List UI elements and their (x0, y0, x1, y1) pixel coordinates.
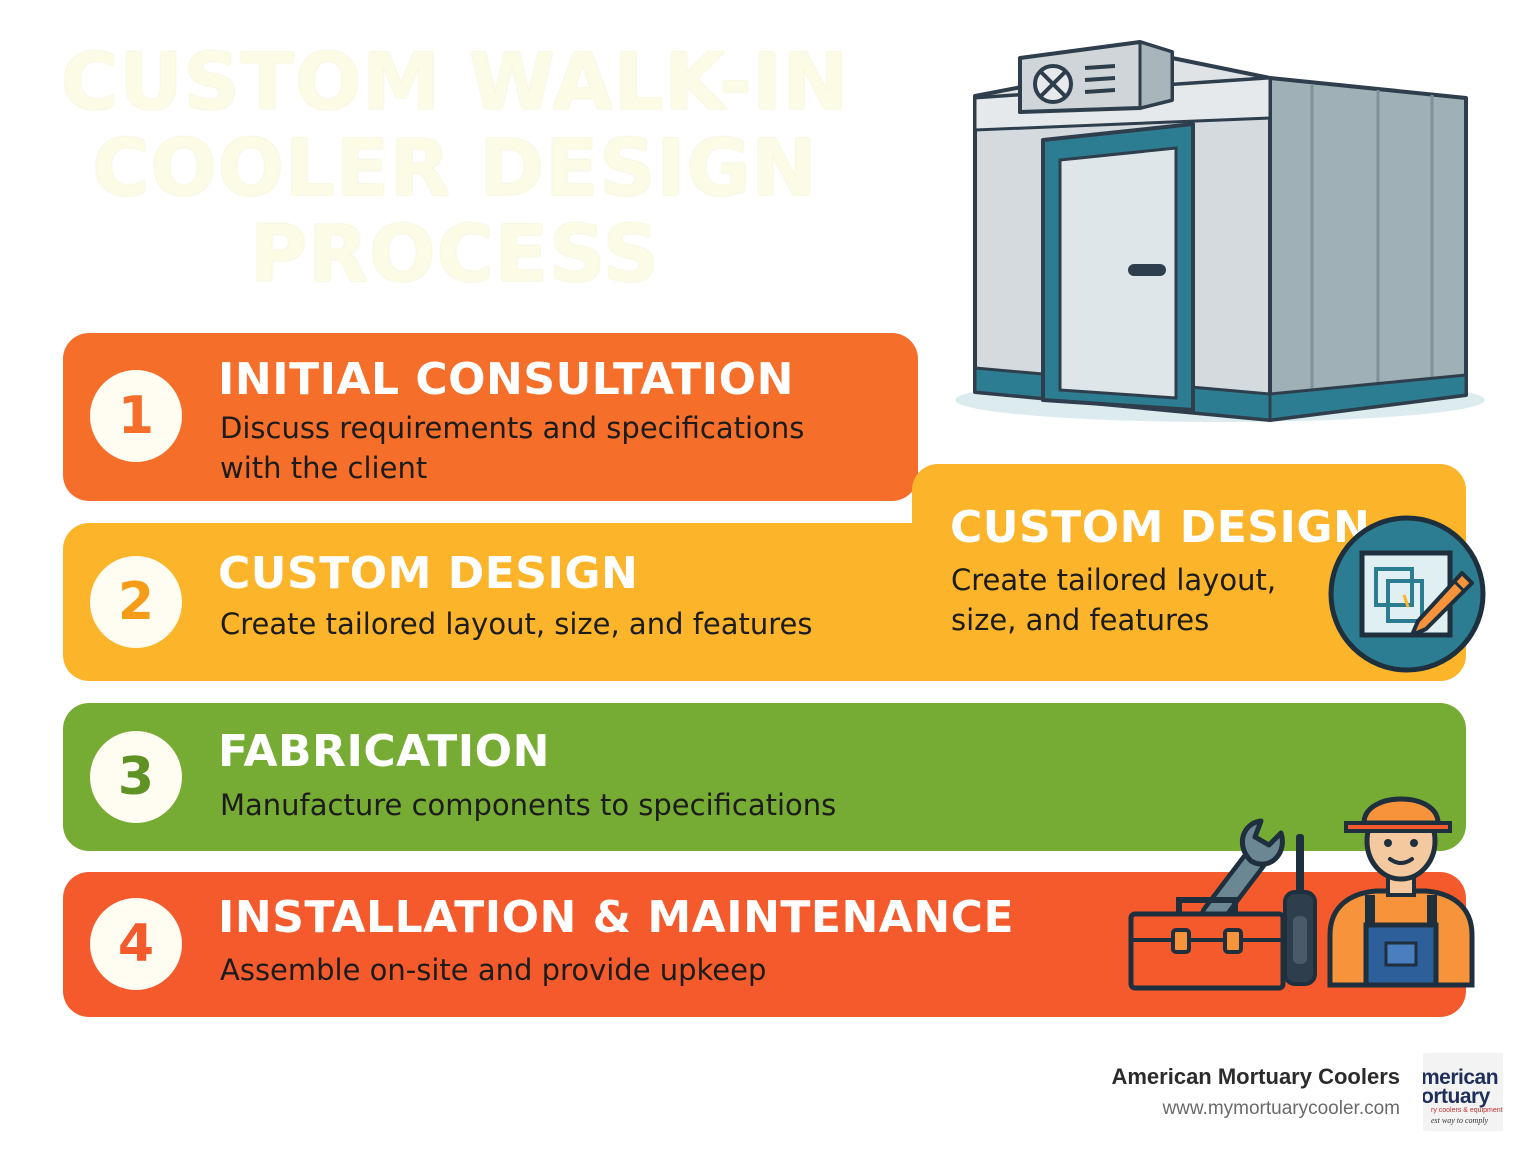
logo-line-2: ortuary (1423, 1085, 1490, 1108)
step-4-number: 4 (90, 898, 182, 990)
title-line-2: COOLER DESIGN (92, 124, 818, 214)
step-2-description: Create tailored layout, size, and featur… (220, 607, 813, 641)
blueprint-pencil-icon (1328, 515, 1486, 673)
wrench-icon (1200, 818, 1285, 925)
toolbox-icon (1128, 897, 1286, 991)
step-1-band (63, 333, 918, 501)
step-2-number: 2 (90, 556, 182, 648)
logo-line-3: ry coolers & equipment (1431, 1107, 1503, 1114)
step-3-number: 3 (90, 731, 182, 823)
callout-description-line: size, and features (951, 603, 1210, 637)
step-3-description: Manufacture components to specifications (220, 788, 837, 822)
callout-description: Create tailored layout, size, and featur… (951, 560, 1276, 640)
brand-url[interactable]: www.mymortuarycooler.com (1162, 1098, 1400, 1119)
page-title: CUSTOM WALK-IN COOLER DESIGN PROCESS (60, 40, 850, 298)
brand-logo: merican ortuary ry coolers & equipment e… (1423, 1053, 1503, 1131)
step-1-description-line: with the client (220, 451, 428, 485)
step-1-description: Discuss requirements and specifications … (220, 408, 804, 488)
title-line-3: PROCESS (250, 210, 660, 300)
step-2-title: CUSTOM DESIGN (218, 548, 639, 599)
callout-title: CUSTOM DESIGN (950, 502, 1371, 553)
step-3-title: FABRICATION (218, 726, 550, 777)
step-1-number: 1 (90, 370, 182, 462)
step-1-title: INITIAL CONSULTATION (218, 354, 794, 405)
brand-name: American Mortuary Coolers (1111, 1064, 1400, 1089)
logo-line-1: merican (1423, 1066, 1499, 1089)
title-line-1: CUSTOM WALK-IN (61, 38, 849, 128)
step-4-title: INSTALLATION & MAINTENANCE (218, 892, 1015, 943)
walk-in-cooler-illustration (955, 40, 1485, 422)
callout-description-line: Create tailored layout, (951, 563, 1277, 597)
step-3-band (63, 703, 1466, 851)
logo-line-4: est way to comply (1431, 1116, 1489, 1125)
step-1-description-line: Discuss requirements and specifications (220, 411, 805, 445)
technician-icon (1327, 796, 1475, 988)
step-4-description: Assemble on-site and provide upkeep (220, 953, 767, 987)
